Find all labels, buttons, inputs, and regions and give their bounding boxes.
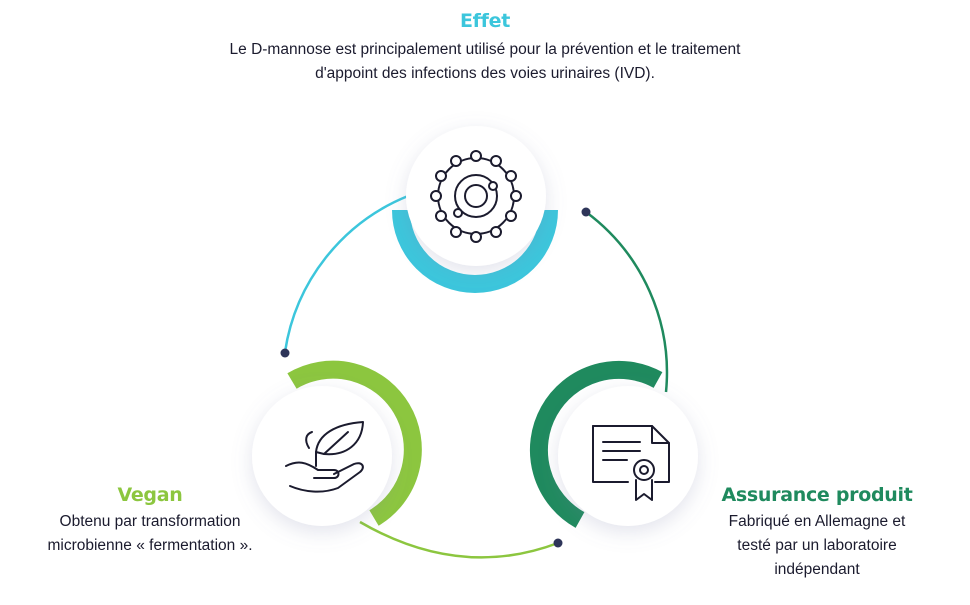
accent-arc-cyan [392,209,558,293]
leaf-hand-icon [285,421,364,493]
effet-description-line: d'appoint des infections des voies urina… [315,65,655,82]
molecule-icon [430,150,522,243]
effet-section: Effet Le D-mannose est principalement ut… [120,10,850,86]
vegan-circle [252,386,392,526]
effet-description-line: Le D-mannose est principalement utilisé … [229,41,741,58]
assurance-title: Assurance produit [721,484,913,506]
effet-title: Effet [460,10,510,32]
accent-arc-green [529,360,663,528]
assurance-description-line: testé par un laboratoire [737,537,897,554]
accent-arc-lime [287,360,422,526]
assurance-section: Assurance produit Fabriqué en Allemagne … [672,484,962,582]
connector-arc-lime [359,520,559,559]
vegan-description-line: microbienne « fermentation ». [47,537,253,554]
connector-arc-green [585,210,669,393]
connector-dot [581,207,591,217]
connector-arc-cyan [283,194,409,353]
connector-dot [553,538,563,548]
vegan-section: Vegan Obtenu par transformation microbie… [5,484,295,558]
vegan-title: Vegan [117,484,183,506]
connector-dot [280,348,290,358]
certificate-icon [592,425,670,501]
assurance-description-line: indépendant [774,561,860,578]
vegan-description-line: Obtenu par transformation [59,513,241,530]
assurance-description-line: Fabriqué en Allemagne et [728,513,906,530]
effet-circle [406,126,546,266]
assurance-circle [558,386,698,526]
